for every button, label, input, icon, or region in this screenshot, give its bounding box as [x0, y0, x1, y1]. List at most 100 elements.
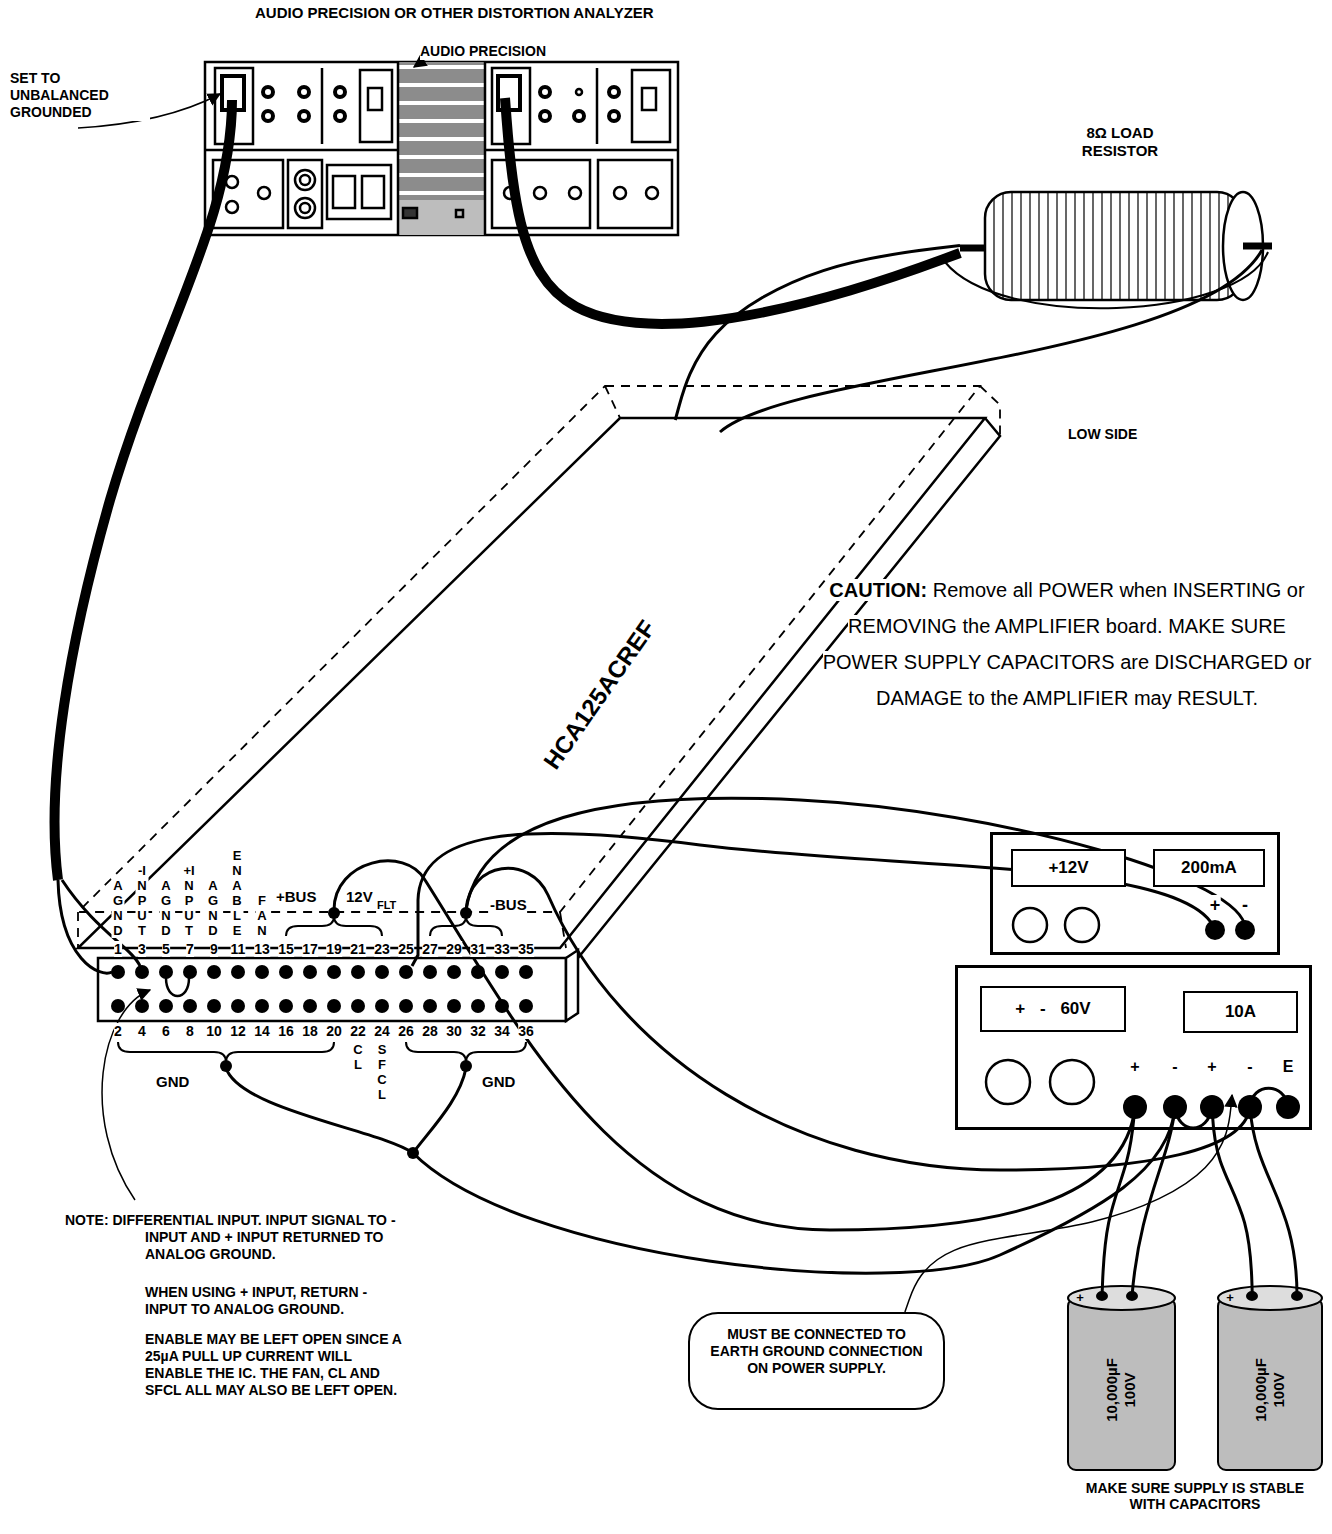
analyzer-body — [397, 62, 400, 235]
terminal-pins — [279, 999, 293, 1013]
analyzer-body — [299, 87, 309, 97]
pin-number: 6 — [162, 1023, 170, 1039]
supply-hardware — [1050, 1060, 1094, 1104]
terminal-polarity: - — [1247, 1058, 1252, 1076]
pin-number: 16 — [278, 1023, 294, 1039]
analyzer-body — [540, 111, 550, 121]
analyzer-body — [576, 89, 582, 95]
node-label: 200mA — [1153, 849, 1265, 887]
cable — [1212, 1107, 1252, 1296]
wires — [413, 1068, 466, 1153]
analyzer-body — [205, 149, 398, 152]
node-label: +12V — [1011, 849, 1126, 887]
pin-signal-name: AGND — [207, 878, 220, 938]
terminal-pins — [111, 965, 125, 979]
node-label: 10,000µF 100V — [1103, 1345, 1139, 1435]
setting-note: SET TO UNBALANCED GROUNDED — [10, 70, 150, 121]
pin-number: 17 — [302, 941, 318, 957]
analyzer-body — [569, 187, 581, 199]
caution-text: CAUTION: — [829, 579, 927, 601]
terminal-pins — [135, 965, 149, 979]
pin-signal-name: AGND — [112, 878, 125, 938]
analyzer-body — [226, 201, 238, 213]
pin-signal-name: FLT — [377, 899, 396, 911]
bus-brackets — [406, 1042, 526, 1062]
pin-number: 5 — [162, 941, 170, 957]
pin-number: 18 — [302, 1023, 318, 1039]
analyzer-body — [614, 187, 626, 199]
node-label: 10A — [1183, 991, 1298, 1033]
node-label: MUST BE CONNECTED TO EARTH GROUND CONNEC… — [690, 1314, 943, 1389]
analyzer-body — [295, 170, 315, 190]
pin-number: 36 — [518, 1023, 534, 1039]
terminal-pins — [327, 965, 341, 979]
analyzer-body — [327, 165, 391, 219]
cable — [1102, 1107, 1135, 1296]
node-label: + - 60V — [980, 986, 1126, 1032]
pin-signal-name: AGND — [160, 878, 173, 938]
pin-signal-name: FAN — [256, 893, 269, 938]
terminal-polarity: - — [1172, 1058, 1177, 1076]
analyzer-body — [288, 160, 322, 228]
terminal-pins — [327, 999, 341, 1013]
pin-number: 33 — [494, 941, 510, 957]
terminal-pins — [375, 965, 389, 979]
analyzer-body — [456, 210, 463, 217]
callout-bubble: MUST BE CONNECTED TO EARTH GROUND CONNEC… — [688, 1312, 945, 1410]
terminal-polarity: + — [1210, 895, 1221, 916]
pin-number: 31 — [470, 941, 486, 957]
analyzer-body — [632, 70, 670, 142]
analyzer-body — [205, 62, 678, 235]
pin-number: 4 — [138, 1023, 146, 1039]
terminal-polarity: E — [1283, 1058, 1294, 1076]
note-text: WHEN USING + INPUT, RETURN - INPUT TO AN… — [145, 1284, 410, 1318]
terminal-pins — [519, 999, 533, 1013]
pin-number: 26 — [398, 1023, 414, 1039]
pin-number: 12 — [230, 1023, 246, 1039]
terminal-pins — [519, 965, 533, 979]
wires — [945, 252, 1268, 308]
terminal-pins — [423, 999, 437, 1013]
analyzer-body — [295, 198, 315, 218]
analyzer-body — [226, 176, 238, 188]
analyzer-body — [205, 62, 678, 235]
analyzer-body — [360, 70, 392, 142]
pin-number: 13 — [254, 941, 270, 957]
bench-supply-60v: + - 60V 10A — [955, 965, 1312, 1130]
pin-signal-name: -INPUT — [136, 863, 149, 938]
pin-number: 23 — [374, 941, 390, 957]
caution-block: CAUTION: Remove all POWER when INSERTING… — [822, 572, 1312, 716]
pin-number: 28 — [422, 1023, 438, 1039]
wires — [62, 880, 140, 966]
wires — [1250, 1107, 1297, 1296]
supply-hardware — [1013, 908, 1047, 942]
analyzer-body — [335, 87, 345, 97]
pin-number: 2 — [114, 1023, 122, 1039]
note-text: ENABLE MAY BE LEFT OPEN SINCE A 25µA PUL… — [145, 1331, 410, 1399]
terminal-pins — [255, 999, 269, 1013]
terminal-pins — [423, 965, 437, 979]
load-resistor — [985, 192, 1243, 300]
analyzer-body — [398, 62, 485, 202]
terminal-polarity: - — [1242, 895, 1248, 916]
capacitor-bodies — [1068, 1286, 1322, 1470]
terminal-pins — [111, 999, 125, 1013]
capacitor-bodies — [1218, 1298, 1322, 1470]
terminal-polarity: + — [1076, 1290, 1084, 1305]
amplifier-board — [78, 418, 985, 948]
terminal-polarity: + — [1207, 1058, 1216, 1076]
pin-number: 22 — [350, 1023, 366, 1039]
analyzer-body — [263, 111, 273, 121]
terminal-pins — [111, 965, 533, 1013]
analyzer-body — [609, 111, 619, 121]
capacitor: 10,000µF 100V — [1218, 1285, 1322, 1475]
bench-supply-12v: +12V 200mA — [990, 832, 1280, 955]
pin-signal-name: +INPUT — [183, 863, 196, 938]
terminal-pins — [471, 999, 485, 1013]
pin-number: 11 — [231, 941, 246, 957]
analyzer-body — [300, 203, 310, 213]
ground-label: GND — [482, 1073, 515, 1090]
terminal-pins — [135, 999, 149, 1013]
pin-signal-name: SFCL — [376, 1042, 389, 1102]
